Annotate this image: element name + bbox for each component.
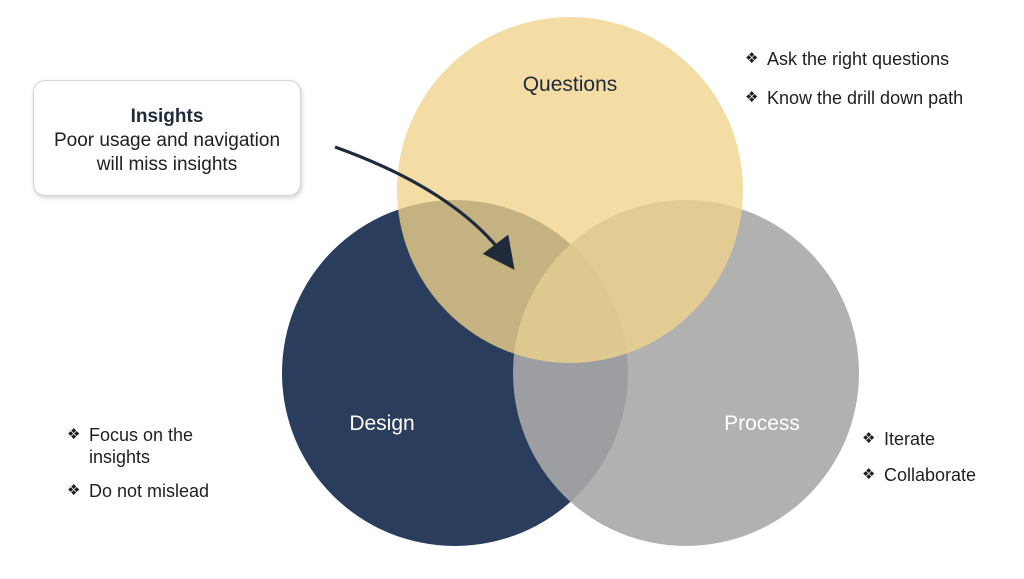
- bullet-text: Do not mislead: [89, 481, 210, 501]
- callout-title: Insights: [130, 106, 204, 127]
- circle-label-questions: Questions: [523, 73, 618, 96]
- list-item: ❖ Collaborate: [862, 464, 976, 486]
- list-item: ❖ Do not mislead: [67, 480, 237, 502]
- list-item: ❖ Know the drill down path: [745, 87, 963, 109]
- diamond-bullet-icon: ❖: [862, 466, 876, 483]
- diamond-bullet-icon: ❖: [67, 426, 81, 443]
- callout-line-2: will miss insights: [96, 154, 238, 175]
- list-item: ❖ Ask the right questions: [745, 48, 963, 70]
- circle-label-process: Process: [724, 412, 800, 435]
- design-bullet-list: ❖ Focus on the insights ❖ Do not mislead: [67, 424, 237, 514]
- bullet-text: Focus on the insights: [89, 425, 194, 467]
- list-item: ❖ Iterate: [862, 428, 976, 450]
- insights-callout: Insights Poor usage and navigation will …: [33, 80, 301, 196]
- bullet-text: Know the drill down path: [767, 88, 964, 108]
- bullet-text: Collaborate: [884, 465, 977, 485]
- diamond-bullet-icon: ❖: [745, 89, 759, 106]
- list-item: ❖ Focus on the insights: [67, 424, 237, 468]
- circle-questions: [397, 17, 743, 363]
- questions-bullet-list: ❖ Ask the right questions ❖ Know the dri…: [745, 48, 963, 126]
- diamond-bullet-icon: ❖: [67, 482, 81, 499]
- bullet-text: Iterate: [884, 429, 936, 449]
- diamond-bullet-icon: ❖: [862, 430, 876, 447]
- bullet-text: Ask the right questions: [767, 49, 950, 69]
- callout-line-1: Poor usage and navigation: [53, 130, 281, 151]
- diamond-bullet-icon: ❖: [745, 50, 759, 67]
- process-bullet-list: ❖ Iterate ❖ Collaborate: [862, 428, 976, 500]
- circle-label-design: Design: [349, 412, 414, 435]
- curved-arrow-icon: [334, 145, 515, 270]
